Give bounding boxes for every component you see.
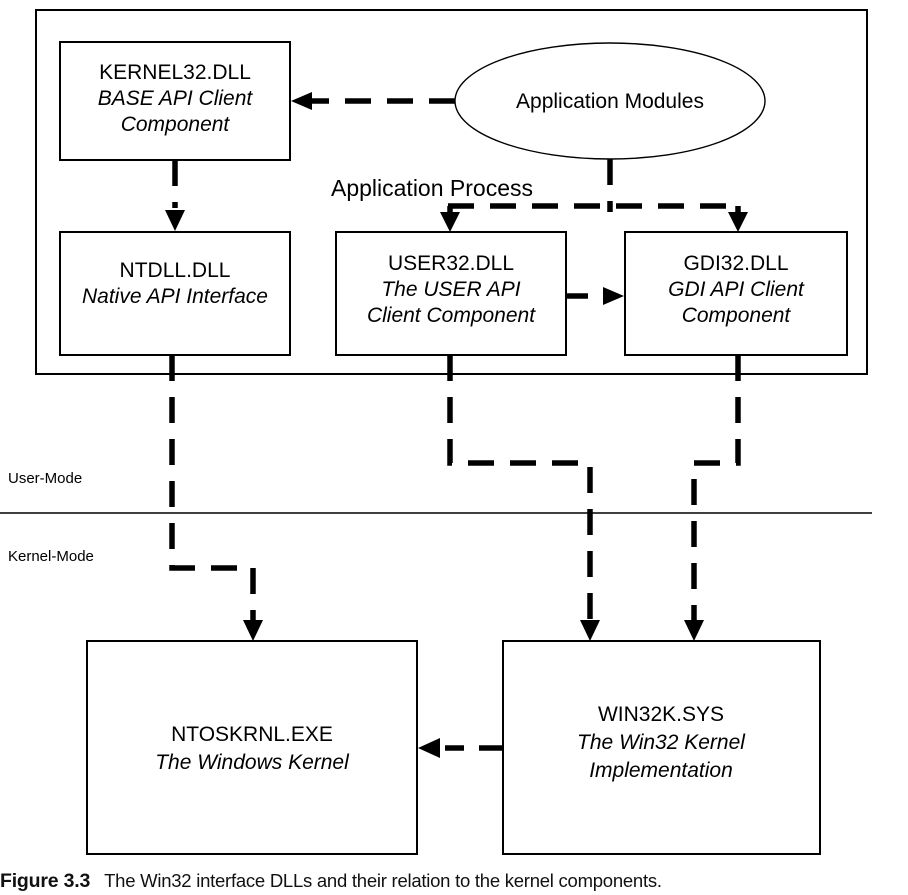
figure-caption: Figure 3.3 The Win32 interface DLLs and t… [0, 866, 908, 895]
arrowhead-modules-to-kernel32 [291, 92, 312, 110]
ntoskrnl-subtitle-line1: The Windows Kernel [155, 751, 350, 774]
gdi32-title: GDI32.DLL [683, 252, 788, 275]
connector-gdi32-to-win32k [691, 355, 741, 628]
win32k-subtitle-line1: The Win32 Kernel [577, 731, 746, 754]
application-modules-label: Application Modules [516, 90, 704, 113]
box-win32k [502, 640, 821, 855]
figure-caption-text: The Win32 interface DLLs and their relat… [104, 870, 662, 891]
user32-title: USER32.DLL [388, 252, 514, 275]
arrowhead-ntdll-to-ntoskrnl [243, 620, 263, 641]
user32-subtitle-line2: Client Component [367, 304, 536, 327]
box-ntdll [59, 231, 291, 356]
arrowhead-win32k-to-ntoskrnl [418, 738, 440, 758]
gdi32-subtitle-line2: Component [682, 304, 792, 327]
kernel32-title: KERNEL32.DLL [99, 61, 251, 84]
kernel-mode-label: Kernel-Mode [8, 548, 94, 565]
connector-ntdll-to-ntoskrnl [169, 355, 256, 628]
gdi32-subtitle-line1: GDI API Client [668, 278, 805, 301]
arrowhead-user32-to-win32k [580, 620, 600, 641]
box-gdi32 [624, 231, 848, 356]
win32k-title: WIN32K.SYS [598, 703, 724, 726]
box-ntoskrnl [86, 640, 418, 855]
kernel32-subtitle-line1: BASE API Client [98, 87, 254, 110]
ntoskrnl-title: NTOSKRNL.EXE [171, 723, 333, 746]
ntdll-title: NTDLL.DLL [120, 259, 231, 282]
arrowhead-kernel32-to-ntdll [165, 210, 185, 231]
win32k-subtitle-line2: Implementation [589, 759, 733, 782]
ntdll-subtitle-line1: Native API Interface [82, 285, 268, 308]
kernel32-subtitle-line2: Component [121, 113, 231, 136]
user-mode-label: User-Mode [8, 470, 82, 487]
arrowhead-branch-to-gdi32 [728, 212, 748, 232]
application-process-label: Application Process [331, 175, 533, 201]
arrowhead-branch-to-user32 [440, 212, 460, 232]
connector-user32-to-win32k [447, 355, 593, 628]
figure-caption-number: Figure 3.3 [0, 870, 91, 892]
arrowhead-user32-to-gdi32 [603, 287, 624, 305]
arrowhead-gdi32-to-win32k [684, 620, 704, 641]
user32-subtitle-line1: The USER API [381, 278, 520, 301]
